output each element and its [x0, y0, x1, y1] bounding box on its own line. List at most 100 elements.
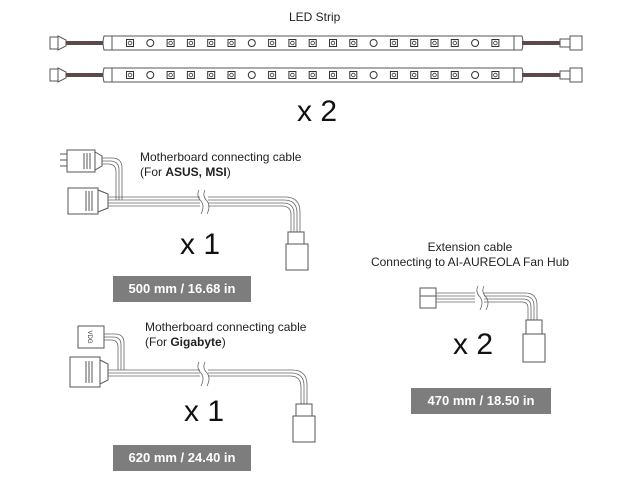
- strip-end-right: [513, 35, 524, 51]
- led-chip: [186, 39, 195, 47]
- extension-wires: [436, 285, 538, 320]
- asus-4pin-connector: [67, 187, 109, 215]
- extension-plug-neck: [525, 319, 543, 335]
- extension-cable-length-badge: 470 mm / 18.50 in: [411, 388, 551, 414]
- led-chip: [389, 71, 398, 79]
- led-chip-lens: [391, 72, 397, 78]
- extension-cable-title-line1: Extension cable: [427, 240, 513, 254]
- right-connector: [569, 67, 583, 83]
- led-strip-quantity: x 2: [297, 95, 338, 128]
- gigabyte-wires: [104, 333, 308, 404]
- led-chip-lens: [493, 72, 498, 78]
- right-connector: [569, 35, 583, 51]
- led-chip: [329, 71, 337, 79]
- asus-title-brands: ASUS, MSI: [165, 165, 227, 179]
- asus-wires: [102, 157, 301, 232]
- right-connector-collar: [559, 38, 571, 48]
- led-strip: [49, 67, 583, 83]
- led-wire-right: [522, 41, 562, 45]
- led-chip: [430, 71, 439, 79]
- led-chip-lens: [290, 72, 295, 78]
- strip-end-left: [102, 35, 113, 51]
- led-chip: [207, 71, 216, 79]
- asus-3pin-connector: [60, 149, 103, 173]
- extension-cable-title-line2: Connecting to AI-AUREOLA Fan Hub: [370, 255, 570, 269]
- jst-connector-body: [57, 35, 67, 51]
- strip-end-right: [513, 67, 524, 83]
- led-chip: [126, 39, 134, 47]
- asus-cable-length-badge: 500 mm / 16.68 in: [113, 276, 251, 302]
- led-chip-lens: [127, 40, 133, 46]
- asus-cable-title: Motherboard connecting cable (For ASUS, …: [140, 150, 301, 180]
- extension-cable: [419, 285, 546, 363]
- led-chip-lens: [351, 40, 356, 46]
- led-chip-lens: [127, 72, 133, 78]
- led-chip: [268, 39, 277, 47]
- led-chip-lens: [208, 40, 214, 46]
- led-chip: [126, 71, 134, 79]
- led-chip-lens: [168, 72, 173, 78]
- led-chip: [430, 39, 439, 47]
- led-chip: [308, 71, 317, 79]
- jst-connector-body: [57, 67, 67, 83]
- gigabyte-4pin-connector: [69, 356, 109, 388]
- gigabyte-title-suffix: ): [221, 335, 226, 349]
- led-chip-lens: [351, 72, 356, 78]
- gigabyte-title-brand: Gigabyte: [170, 335, 222, 349]
- led-strips: [49, 35, 583, 83]
- led-chip: [410, 71, 419, 79]
- vdg-label: VDG: [86, 330, 92, 343]
- gigabyte-cable-title-line2: (For Gigabyte): [145, 335, 306, 350]
- led-chip-lens: [188, 40, 194, 46]
- right-connector-collar: [559, 70, 571, 80]
- led-chip: [349, 71, 358, 79]
- led-strip: [49, 35, 583, 51]
- extension-plug: [522, 333, 546, 363]
- jst-connector-pins: [49, 68, 59, 82]
- led-chip-lens: [493, 40, 498, 46]
- led-chip: [268, 71, 277, 79]
- led-chip-lens: [269, 72, 275, 78]
- led-wire-right: [522, 73, 562, 77]
- extension-cable-quantity: x 2: [453, 328, 494, 361]
- led-chip: [186, 71, 195, 79]
- asus-title-suffix: ): [226, 165, 231, 179]
- resistor-pad: [369, 71, 378, 79]
- led-chip: [207, 39, 216, 47]
- led-chip-lens: [432, 72, 437, 78]
- led-chip: [491, 71, 500, 79]
- gigabyte-plug-neck: [295, 403, 313, 417]
- gigabyte-cable: VDG: [69, 325, 316, 443]
- led-chip-lens: [229, 72, 234, 78]
- jst-connector-pins: [49, 36, 59, 50]
- led-chip: [166, 71, 175, 79]
- asus-cable-title-line2: (For ASUS, MSI): [140, 165, 301, 180]
- led-chip: [227, 39, 236, 47]
- led-chip-lens: [391, 40, 397, 46]
- strip-end-left: [102, 67, 113, 83]
- asus-cable-title-line1: Motherboard connecting cable: [140, 150, 302, 164]
- asus-plug: [285, 243, 309, 271]
- resistor-pad: [369, 39, 378, 47]
- led-chip-lens: [188, 72, 194, 78]
- resistor-pad: [247, 71, 256, 79]
- gigabyte-cable-title-line1: Motherboard connecting cable: [145, 320, 307, 334]
- led-wire-left: [66, 73, 104, 77]
- asus-cable-quantity: x 1: [180, 228, 221, 261]
- led-chip: [227, 71, 236, 79]
- led-chip-lens: [412, 72, 417, 78]
- led-chip-lens: [310, 72, 315, 78]
- resistor-pad: [471, 39, 480, 47]
- resistor-pad: [247, 39, 256, 47]
- led-chip-lens: [290, 40, 295, 46]
- extension-socket: [419, 287, 437, 309]
- resistor-pad: [146, 71, 155, 79]
- led-chip: [349, 39, 358, 47]
- asus-cable: [60, 149, 309, 271]
- led-strip-title: LED Strip: [289, 10, 341, 24]
- asus-title-prefix: (For: [140, 165, 166, 179]
- led-chip-lens: [432, 40, 437, 46]
- led-chip: [410, 39, 419, 47]
- led-chip: [491, 39, 500, 47]
